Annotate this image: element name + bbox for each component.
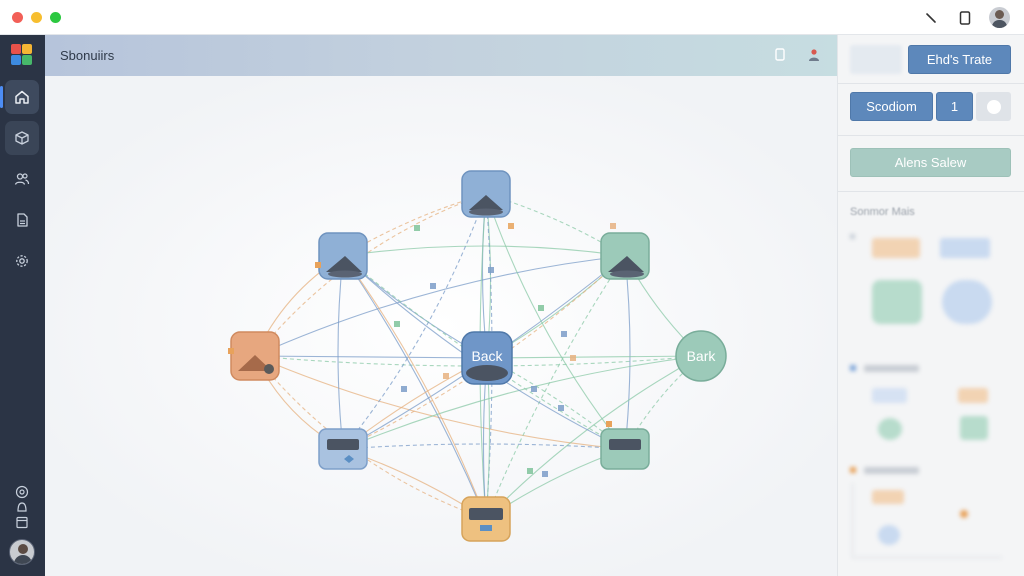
graph-node-top[interactable] <box>461 170 511 218</box>
segment-button[interactable]: Scodiom <box>850 92 933 121</box>
edge-marker <box>430 283 436 289</box>
edge-marker <box>561 331 567 337</box>
graph-edge <box>254 353 702 367</box>
panel-divider <box>838 191 1024 192</box>
graph-edge <box>342 245 626 259</box>
person-icon[interactable] <box>806 47 822 63</box>
graph-edge <box>254 355 626 452</box>
pen-icon[interactable] <box>922 9 940 27</box>
graph-node-bottom[interactable] <box>461 496 511 542</box>
segment-count-button[interactable]: 1 <box>936 92 973 121</box>
toggle-knob-icon <box>986 99 1001 114</box>
graph-edge <box>486 353 702 359</box>
graph-node-upper-left[interactable] <box>315 232 368 280</box>
graph-node-upper-right[interactable] <box>600 232 650 280</box>
title-bar <box>0 0 1024 35</box>
preview-card-1[interactable] <box>850 230 1011 355</box>
graph-edge <box>342 255 487 520</box>
tablet-icon[interactable] <box>956 9 974 27</box>
maximize-window-button[interactable] <box>50 12 61 23</box>
close-window-button[interactable] <box>12 12 23 23</box>
sidebar-item-users[interactable] <box>5 162 39 196</box>
graph-edge <box>342 193 487 450</box>
graph-node-center[interactable]: Back <box>461 331 513 385</box>
main-header: Sbonuiirs <box>45 35 837 76</box>
graph-canvas[interactable]: Back Bark <box>45 76 837 576</box>
panel-divider <box>838 135 1024 136</box>
edge-marker <box>401 386 407 392</box>
device-icon[interactable] <box>772 47 788 63</box>
teal-action-button[interactable]: Alens Salew <box>850 148 1011 177</box>
center-node-label: Back <box>471 348 503 364</box>
bell-icon[interactable] <box>14 501 30 515</box>
app-logo-icon <box>11 44 32 65</box>
edge-marker <box>394 321 400 327</box>
sidebar-item-files[interactable] <box>5 121 39 155</box>
graph-nodes: Back Bark <box>228 170 727 542</box>
graph-node-left[interactable] <box>228 331 280 381</box>
graph-edge <box>254 253 626 357</box>
users-icon <box>14 173 30 185</box>
preview-card-3[interactable] <box>850 465 1011 565</box>
help-icon[interactable] <box>14 485 30 499</box>
edge-marker <box>610 223 616 229</box>
edge-marker <box>531 386 537 392</box>
edge-marker <box>570 355 576 361</box>
home-icon <box>15 90 29 104</box>
edge-marker <box>414 225 420 231</box>
graph-node-right[interactable]: Bark <box>675 330 727 382</box>
calendar-icon[interactable] <box>14 515 30 529</box>
user-avatar[interactable] <box>989 7 1010 28</box>
section-title: Sonmor Mais <box>850 206 915 218</box>
main-content: Sbonuiirs <box>45 35 837 576</box>
graph-edge <box>342 443 626 452</box>
panel-ghost-button[interactable] <box>850 45 902 74</box>
graph-edge <box>342 255 487 520</box>
right-node-label: Bark <box>687 348 717 364</box>
panel-divider <box>838 83 1024 84</box>
preview-card-2[interactable] <box>850 363 1011 458</box>
graph-node-lower-left[interactable] <box>318 428 368 470</box>
graph-node-lower-right[interactable] <box>600 421 650 470</box>
graph-edge <box>254 355 488 361</box>
sidebar <box>0 35 45 576</box>
top-action-button[interactable]: Ehd's Trate <box>908 45 1011 74</box>
sidebar-user-avatar[interactable] <box>9 539 35 565</box>
edge-marker <box>527 468 533 474</box>
edge-marker <box>508 223 514 229</box>
page-title: Sbonuiirs <box>60 48 115 63</box>
canvas-background <box>45 76 837 576</box>
sidebar-item-home[interactable] <box>0 80 39 114</box>
edge-marker <box>558 405 564 411</box>
graph-edge <box>485 255 626 520</box>
document-icon <box>17 213 28 227</box>
edge-marker <box>538 305 544 311</box>
right-panel: Ehd's Trate Scodiom 1 Alens Salew Sonmor… <box>837 35 1024 576</box>
sidebar-item-settings[interactable] <box>5 244 39 278</box>
edge-marker <box>542 471 548 477</box>
graph-edge <box>342 192 487 257</box>
sidebar-item-document[interactable] <box>5 203 39 237</box>
edge-marker <box>443 373 449 379</box>
box-icon <box>15 131 29 145</box>
segment-toggle[interactable] <box>976 92 1011 121</box>
edge-marker <box>488 267 494 273</box>
minimize-window-button[interactable] <box>31 12 42 23</box>
gear-icon <box>16 255 28 267</box>
